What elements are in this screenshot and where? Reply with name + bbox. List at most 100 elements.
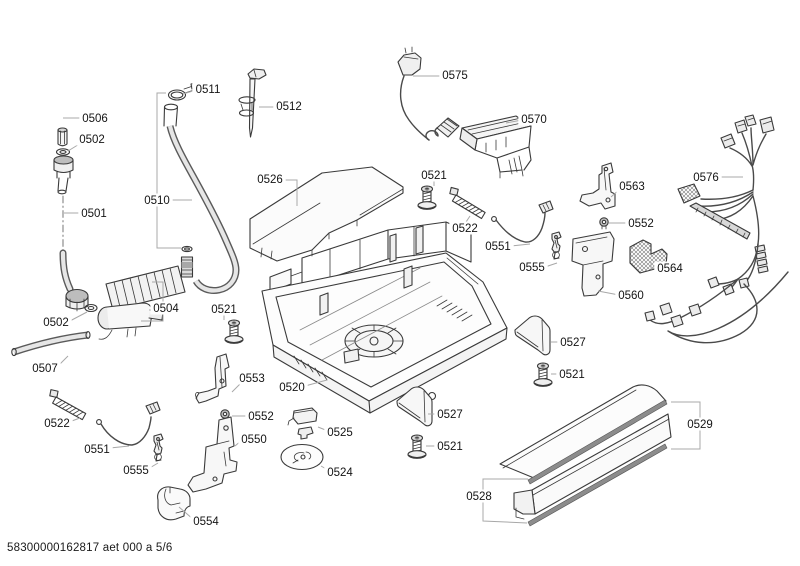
spring-0522-top (444, 185, 489, 220)
label-bg-0529 (684, 417, 716, 431)
label-bg-0563 (616, 179, 648, 193)
plinth-assembly (499, 384, 672, 527)
label-bg-0525 (324, 425, 356, 439)
part-label-0525: 0525 (327, 427, 353, 439)
label-bg-0512 (273, 99, 305, 113)
leader-line-0526 (283, 179, 298, 206)
label-bg-0520 (276, 380, 308, 394)
part-label-0551: 0551 (485, 241, 511, 253)
part-label-0510: 0510 (144, 195, 170, 207)
label-bg-0521 (556, 367, 588, 381)
label-bg-0527 (557, 335, 589, 349)
label-bg-0524 (324, 465, 356, 479)
label-bg-0551 (482, 239, 514, 253)
leader-line-0510 (156, 92, 181, 249)
label-bg-0560 (615, 288, 647, 302)
part-label-0521: 0521 (559, 369, 585, 381)
part-label-0554: 0554 (193, 516, 219, 528)
trim-strip-bottom-0529 (527, 443, 668, 527)
inlet-hose-lower-fill (60, 250, 73, 292)
wiring-harness-0576 (644, 114, 789, 344)
part-label-0570: 0570 (521, 114, 547, 126)
label-bg-0526 (254, 172, 286, 186)
label-bg-0555 (516, 260, 548, 274)
leader-line-0520 (304, 379, 328, 387)
foot-0527-right (514, 315, 551, 356)
label-bg-0502 (40, 315, 72, 329)
label-bg-0576 (690, 170, 722, 184)
part-label-0512: 0512 (276, 101, 302, 113)
inlet-washer-0502 (55, 148, 71, 156)
hose-guide-0512 (238, 68, 267, 138)
label-bg-0506 (79, 111, 111, 125)
toe-panel-sheet (499, 384, 667, 479)
drain-hose-union (180, 245, 194, 278)
label-bg-0553 (236, 371, 268, 385)
screw-0521-left (224, 319, 244, 344)
part-label-0526: 0526 (257, 174, 283, 186)
label-bg-0564 (654, 261, 686, 275)
drain-hose-0510 (163, 103, 240, 294)
labels-layer: 0506050205010510051105120526057505700521… (29, 68, 743, 528)
label-bg-0528 (463, 489, 495, 503)
part-label-0551: 0551 (84, 444, 110, 456)
part-label-0521: 0521 (437, 441, 463, 453)
part-label-0555: 0555 (519, 262, 545, 274)
spring-0522-bottom (45, 387, 90, 421)
leader-line-0551 (109, 445, 130, 449)
part-label-0564: 0564 (657, 263, 683, 275)
hose-0507 (11, 331, 91, 357)
label-bg-0527 (434, 407, 466, 421)
part-label-0575: 0575 (442, 70, 468, 82)
trim-strip-top-0529 (527, 399, 668, 485)
screw-0521-top (417, 185, 437, 210)
label-bg-0550 (238, 432, 270, 446)
part-label-0576: 0576 (693, 172, 719, 184)
holder-0525 (287, 407, 318, 440)
bracket-0553 (195, 353, 230, 404)
label-bg-0501 (78, 206, 110, 220)
part-label-0502: 0502 (79, 134, 105, 146)
label-bg-0504 (150, 301, 182, 315)
part-label-0528: 0528 (466, 491, 492, 503)
latch-0555-top (551, 231, 562, 260)
leader-line-0553 (231, 383, 241, 393)
part-label-0563: 0563 (619, 181, 645, 193)
leader-line-0522 (465, 215, 471, 223)
part-label-0555: 0555 (123, 465, 149, 477)
bracket-0563 (579, 162, 616, 210)
label-bg-0510 (141, 193, 173, 207)
grommet-0552-top (599, 217, 609, 230)
cover-0554 (157, 486, 191, 521)
inlet-assembly (53, 127, 98, 313)
document-id-footer: 58300000162817 aet 000 a 5/6 (7, 542, 173, 554)
part-label-0527: 0527 (560, 337, 586, 349)
part-label-0560: 0560 (618, 290, 644, 302)
part-label-0552: 0552 (248, 411, 274, 423)
part-label-0552: 0552 (628, 218, 654, 230)
label-bg-0551 (81, 442, 113, 456)
base-frame-0520 (261, 221, 508, 414)
part-label-0507: 0507 (32, 363, 58, 375)
part-label-0522: 0522 (452, 223, 478, 235)
label-bg-0502 (76, 132, 108, 146)
part-label-0553: 0553 (239, 373, 265, 385)
part-label-0501: 0501 (81, 208, 107, 220)
part-label-0521: 0521 (421, 170, 447, 182)
part-label-0522: 0522 (44, 418, 70, 430)
bracket-0560 (571, 231, 615, 297)
label-bg-0511 (192, 82, 224, 96)
label-bg-0554 (190, 514, 222, 528)
latch-0555-bottom (153, 433, 164, 462)
sensor-wire-0551-bottom (96, 401, 161, 446)
sensor-wire-0551-top (491, 200, 554, 243)
label-bg-0575 (439, 68, 471, 82)
base-cover-0526 (249, 166, 404, 262)
label-bg-0552 (245, 409, 277, 423)
label-bg-0521 (434, 439, 466, 453)
label-bg-0521 (208, 302, 240, 316)
part-label-0506: 0506 (82, 113, 108, 125)
label-bg-0507 (29, 361, 61, 375)
screw-0521-foot-left (407, 434, 427, 459)
